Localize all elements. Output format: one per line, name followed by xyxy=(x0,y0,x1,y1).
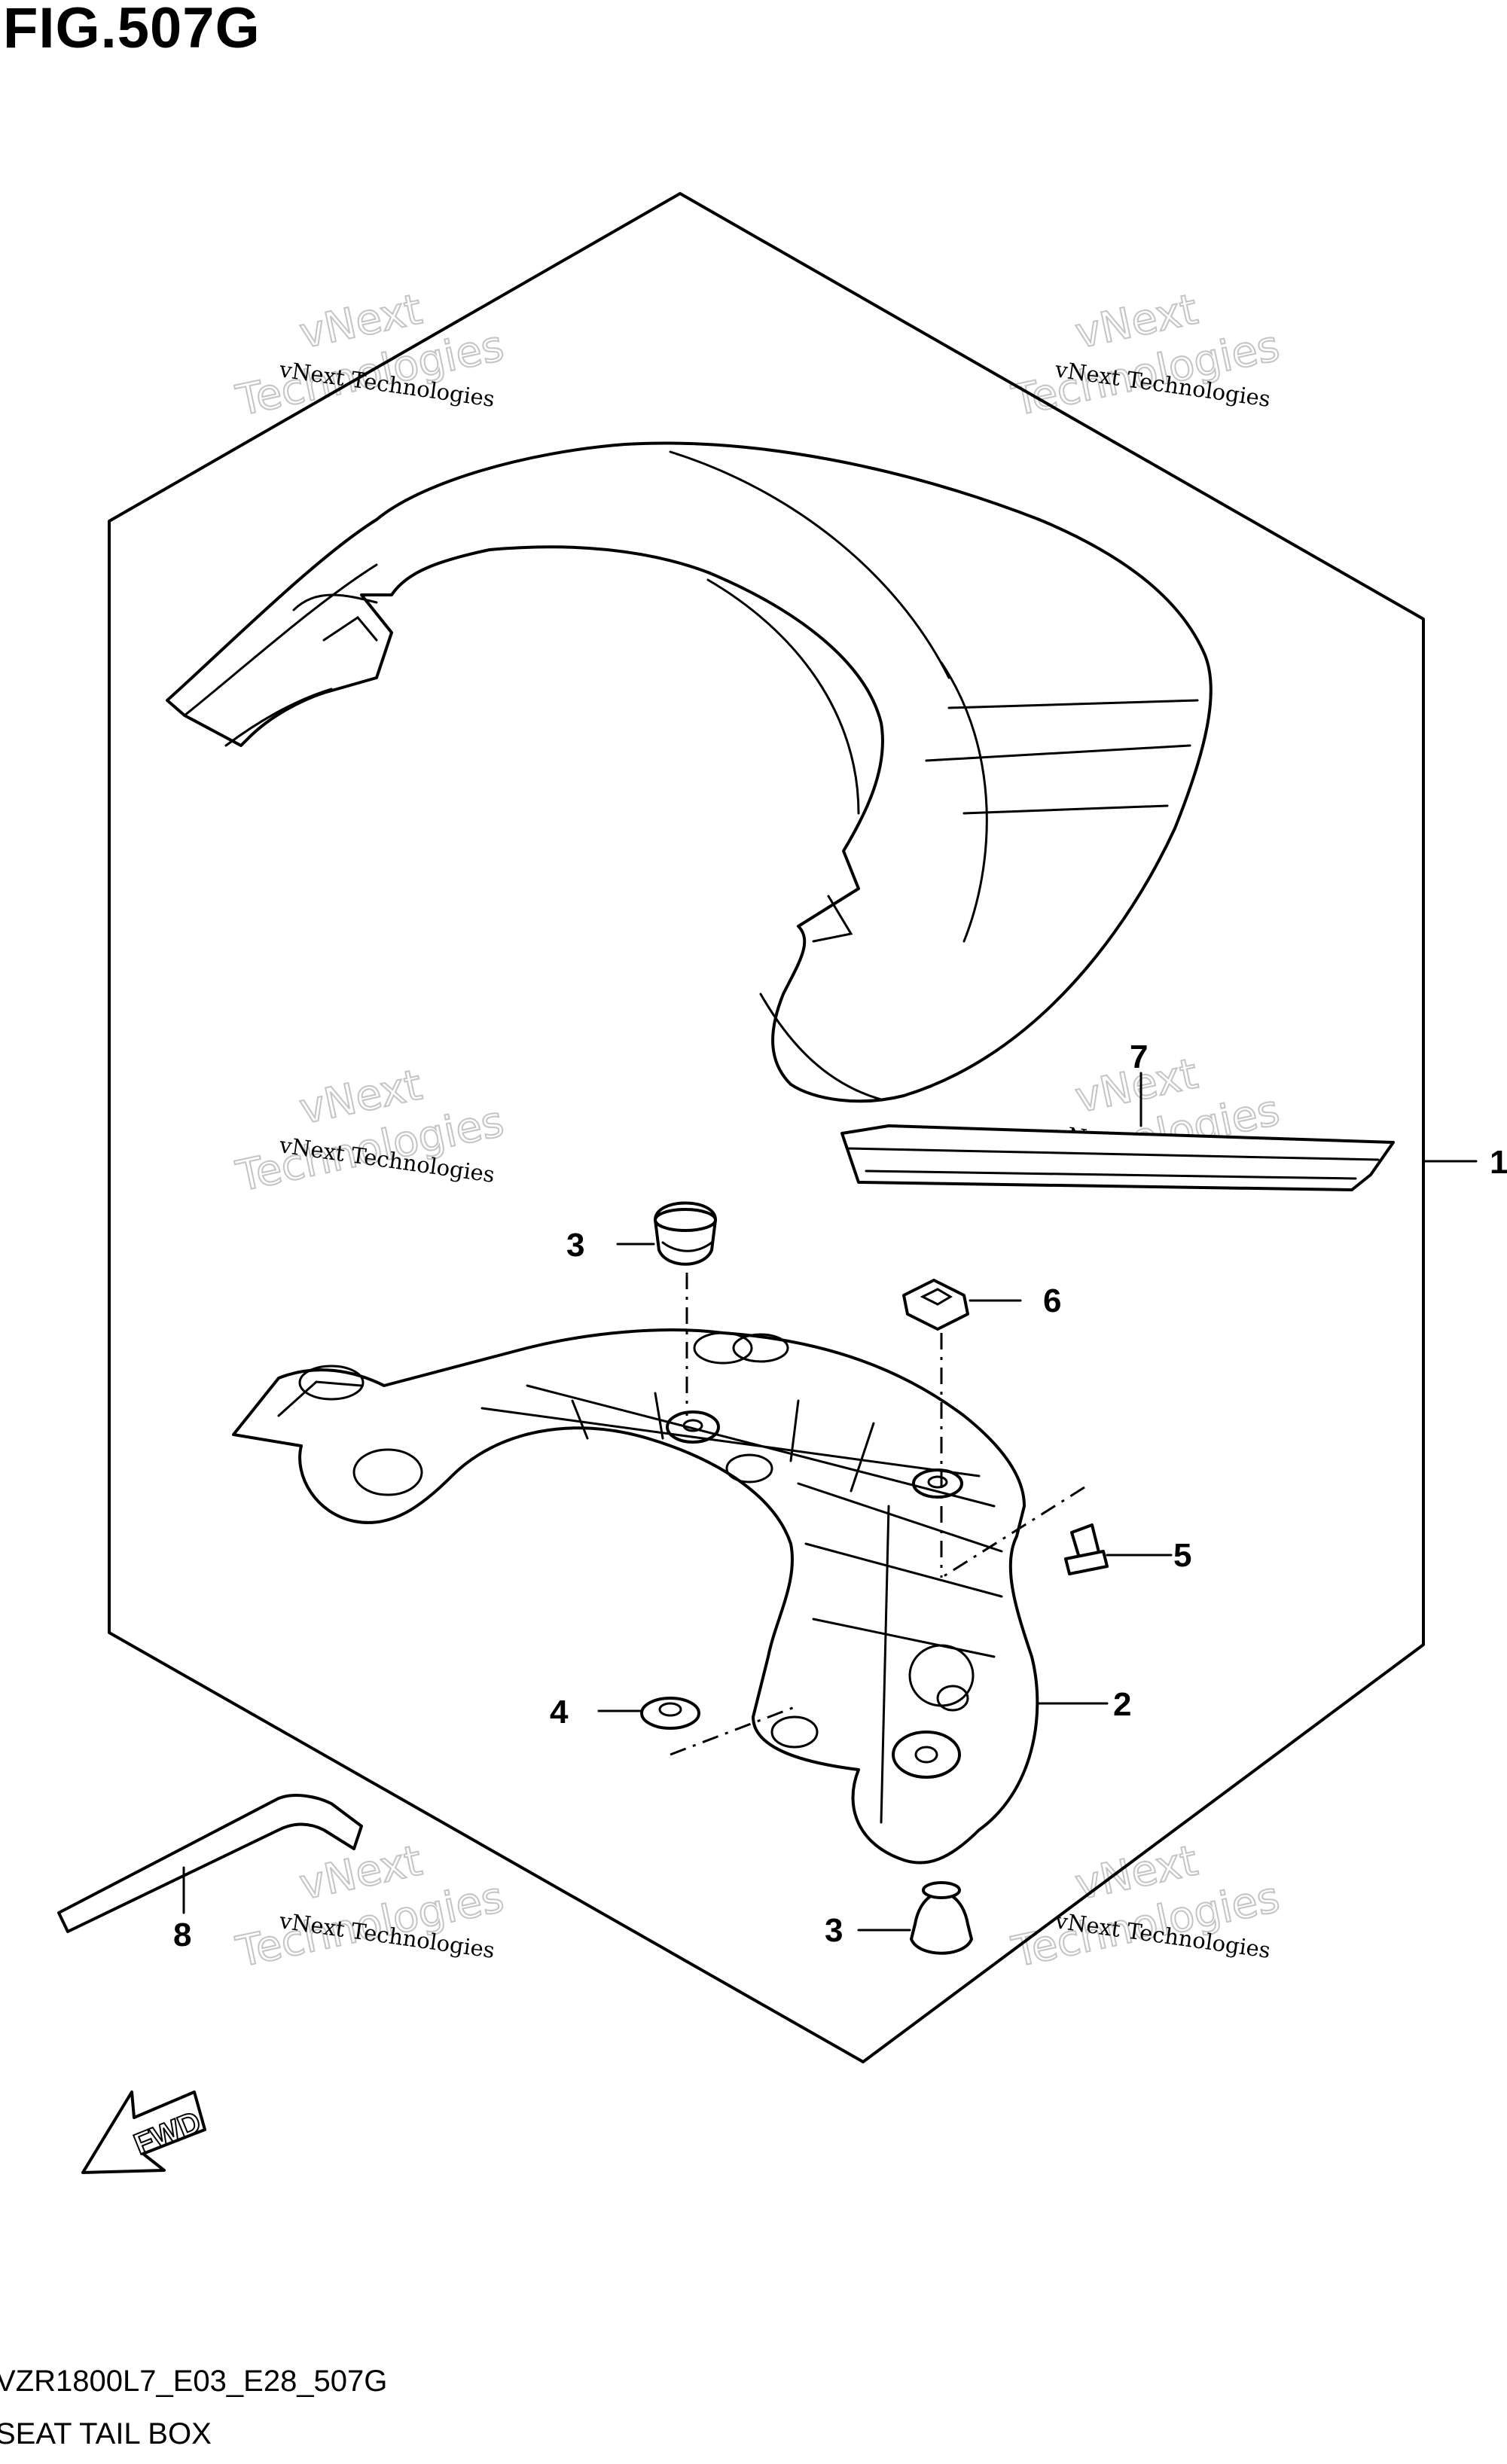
watermark-bottom-left: vNext Technologies vNext Technologies xyxy=(231,1835,508,1978)
callout-labels: 1 2 3 3 4 5 6 7 8 xyxy=(173,1038,1507,1953)
part-hex-key xyxy=(57,1794,363,1933)
callout-2: 2 xyxy=(1113,1686,1131,1723)
assembly-name: SEAT TAIL BOX xyxy=(0,2417,212,2450)
callout-5: 5 xyxy=(1173,1537,1191,1574)
callout-1: 1 xyxy=(1490,1144,1507,1181)
callout-7: 7 xyxy=(1130,1038,1148,1075)
fwd-arrow-badge: FWD xyxy=(81,2090,206,2174)
callout-3-top: 3 xyxy=(566,1227,584,1264)
watermark-top-left: vNext Technologies vNext Technologies xyxy=(231,284,508,426)
part-grommet-top xyxy=(654,1201,717,1266)
model-code: VZR1800L7_E03_E28_507G xyxy=(0,2365,388,2398)
callout-4: 4 xyxy=(550,1694,569,1731)
part-bracket xyxy=(232,1328,1039,1865)
figure-title: FIG.507G xyxy=(3,0,261,60)
part-seat-cover xyxy=(166,441,1213,1103)
part-washer xyxy=(640,1697,700,1730)
callout-8: 8 xyxy=(173,1917,191,1953)
callout-6: 6 xyxy=(1043,1282,1061,1319)
watermark-bottom-right: vNext Technologies vNext Technologies xyxy=(1007,1835,1284,1978)
watermark-mid-left: vNext Technologies vNext Technologies xyxy=(231,1060,508,1202)
guide-4 xyxy=(670,1704,799,1756)
part-clip-nut xyxy=(902,1279,969,1331)
callout-3-bottom: 3 xyxy=(825,1912,843,1949)
part-grommet-bottom xyxy=(910,1881,973,1955)
guide-5 xyxy=(941,1486,1085,1579)
part-bolt xyxy=(1064,1523,1109,1575)
part-trim-strip xyxy=(840,1124,1395,1191)
assembly-boundary xyxy=(108,192,1425,2063)
